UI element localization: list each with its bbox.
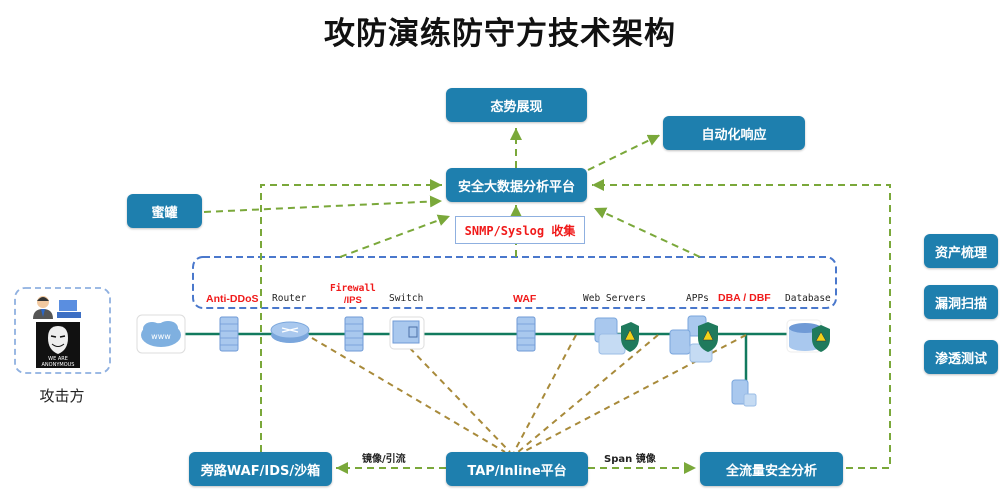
service-pentest[interactable]: 渗透测试: [924, 340, 998, 374]
service-asset-inventory[interactable]: 资产梳理: [924, 234, 998, 268]
diagram-title: 攻防演练防守方技术架构: [324, 16, 676, 52]
attacker-zone-border: [14, 287, 111, 374]
apps-servers-icon: [668, 314, 724, 368]
anonymous-mask-badge: WE ARE ANONYMOUS: [36, 322, 80, 372]
internet-cloud-label: www: [151, 332, 171, 341]
web-servers-icon: [593, 316, 641, 362]
edge-label-span-mirror: Span 镜像: [604, 454, 656, 465]
service-vuln-scan[interactable]: 漏洞扫描: [924, 285, 998, 319]
mirror-apps: [517, 334, 659, 453]
monitored-zone-border: [192, 256, 837, 309]
flow-bigdata-to-response: [587, 134, 661, 171]
attacker-person-icon: [32, 295, 54, 323]
auto-response-label: 自动化响应: [701, 127, 767, 143]
mirror-switch: [401, 339, 511, 453]
firewall-label-line2: /IPS: [343, 295, 362, 306]
router-icon: [269, 318, 311, 348]
database-icon: [786, 319, 834, 359]
service-label: 漏洞扫描: [934, 296, 987, 312]
service-label: 资产梳理: [934, 245, 987, 261]
flow-zone-left-to-bigdata: [339, 214, 451, 258]
tap-inline-platform-box[interactable]: TAP/Inline平台: [446, 452, 588, 486]
bypass-waf-ids-sandbox-box[interactable]: 旁路WAF/IDS/沙箱: [189, 452, 332, 486]
tap-label: TAP/Inline平台: [467, 463, 567, 479]
mirror-web: [513, 334, 577, 453]
honeypot-box[interactable]: 蜜罐: [127, 194, 202, 228]
auto-response-box[interactable]: 自动化响应: [663, 116, 805, 150]
device-label-firewall-ips: Firewall /IPS: [330, 283, 376, 307]
service-label: 渗透测试: [934, 351, 987, 367]
flow-honeypot-to-bigdata: [203, 195, 443, 213]
attacker-computer-icon: [57, 299, 81, 323]
badge-line2: ANONYMOUS: [42, 362, 75, 368]
honeypot-label: 蜜罐: [151, 205, 178, 221]
waf-icon: [515, 316, 537, 356]
situation-display-box[interactable]: 态势展现: [446, 88, 587, 122]
flow-bypass-to-bigdata: [260, 179, 442, 452]
attacker-label: 攻击方: [39, 387, 85, 405]
device-label-waf: WAF: [513, 293, 537, 305]
device-label-apps: APPs: [686, 293, 709, 304]
full-traffic-analysis-box[interactable]: 全流量安全分析: [700, 452, 843, 486]
internet-cloud-icon: www: [136, 314, 186, 358]
flow-zone-right-to-bigdata: [593, 207, 701, 258]
device-label-dba-dbf: DBA / DBF: [718, 292, 771, 304]
situation-display-label: 态势展现: [490, 99, 543, 115]
edge-label-mirror-redirect: 镜像/引流: [362, 454, 406, 465]
mirror-db: [522, 334, 747, 453]
branch-server-icon: [730, 378, 758, 412]
switch-icon: [389, 316, 425, 354]
device-label-web-servers: Web Servers: [583, 293, 646, 304]
badge-line1: WE ARE: [48, 356, 68, 362]
device-label-anti-ddos: Anti-DDoS: [206, 293, 259, 305]
anti-ddos-firewall-icon: [218, 316, 240, 356]
device-label-router: Router: [272, 293, 307, 304]
bigdata-platform-label: 安全大数据分析平台: [457, 179, 575, 195]
device-label-switch: Switch: [389, 293, 424, 304]
full-traffic-label: 全流量安全分析: [725, 463, 817, 479]
snmp-syslog-collector: SNMP/Syslog 收集: [455, 216, 585, 244]
flow-fullflow-to-bigdata: [592, 179, 891, 469]
bigdata-platform-box[interactable]: 安全大数据分析平台: [446, 168, 587, 202]
device-label-database: Database: [785, 293, 831, 304]
mirror-router: [311, 337, 506, 453]
firewall-label-line1: Firewall: [330, 283, 376, 294]
firewall-ips-icon: [343, 316, 365, 356]
bypass-label: 旁路WAF/IDS/沙箱: [200, 463, 321, 479]
